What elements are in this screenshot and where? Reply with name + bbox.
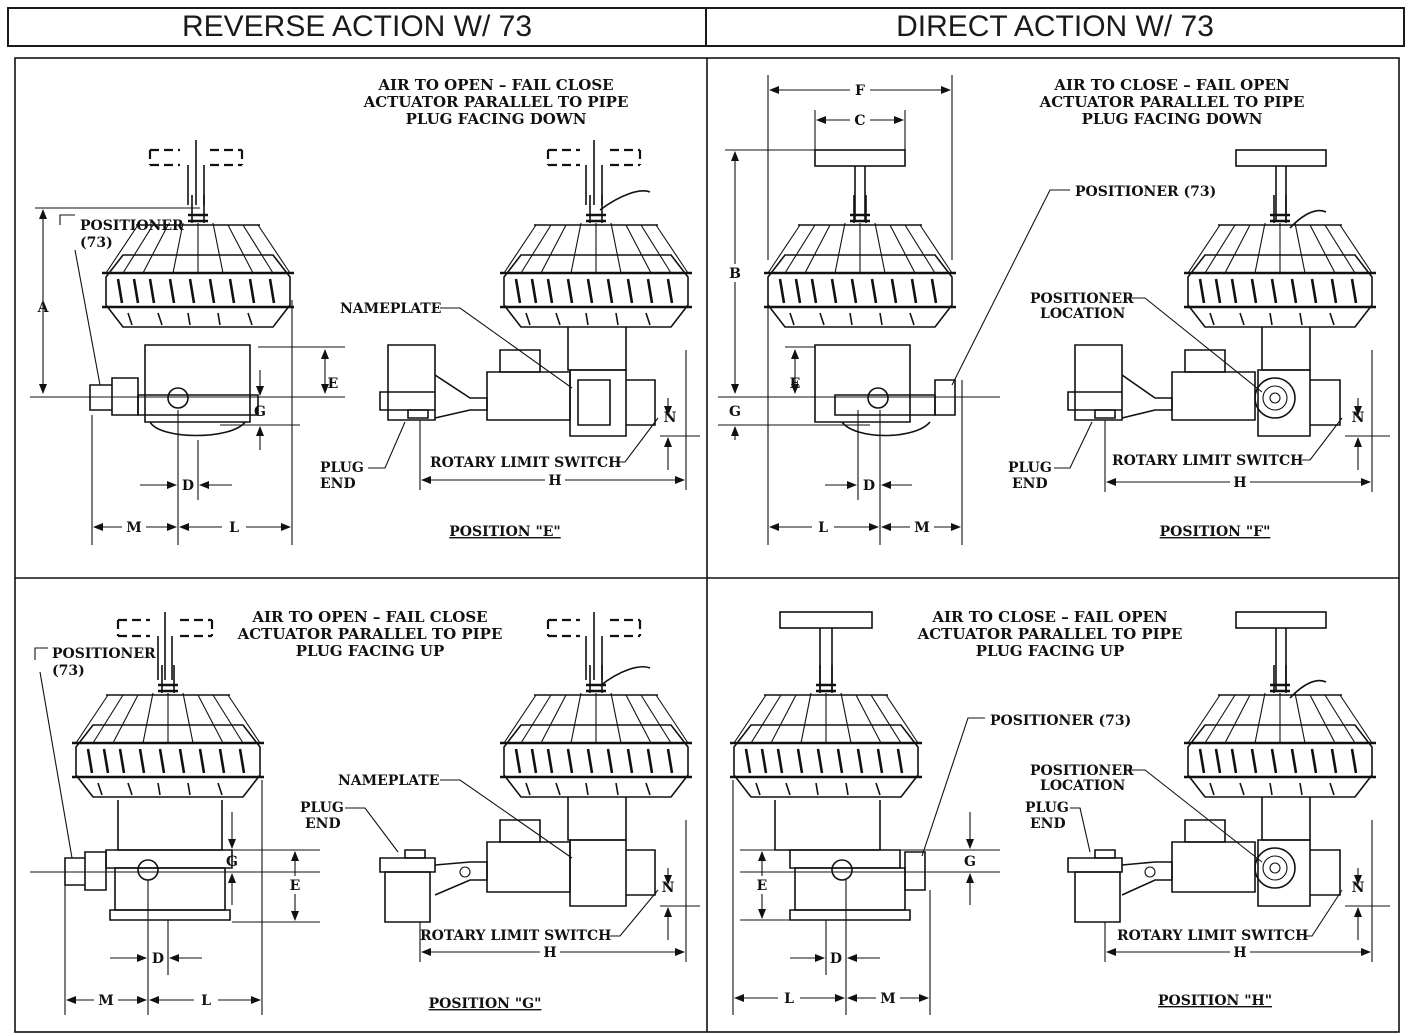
label-h-plug: PLUG	[1025, 800, 1069, 816]
actuator-front-view-f	[762, 149, 958, 437]
label-e-plug-end: END	[320, 476, 356, 492]
label-h-positioner-location-2: LOCATION	[1040, 778, 1125, 794]
dim-e-G: G	[254, 404, 266, 420]
label-g-positioner: POSITIONER	[52, 646, 156, 662]
actuator-side-view-f	[1067, 149, 1378, 437]
label-f-rotary: ROTARY LIMIT SWITCH	[1112, 453, 1303, 469]
dim-e-A: A	[37, 300, 50, 316]
label-g-plug: PLUG	[300, 800, 344, 816]
label-f-positioner-location-2: LOCATION	[1040, 306, 1125, 322]
dim-h-G: G	[964, 854, 976, 870]
label-e-positioner-num: (73)	[80, 235, 113, 251]
header-reverse-action: REVERSE ACTION W/ 73	[7, 7, 707, 47]
dim-g-L: L	[201, 993, 211, 1009]
header-direct-action: DIRECT ACTION W/ 73	[705, 7, 1405, 47]
dim-f-E: E	[790, 376, 801, 392]
label-g-rotary: ROTARY LIMIT SWITCH	[420, 928, 611, 944]
label-f-positioner: POSITIONER (73)	[1075, 184, 1216, 200]
dim-e-L: L	[229, 520, 239, 536]
position-h-label: POSITION "H"	[1158, 993, 1272, 1009]
label-f-plug-end: END	[1012, 476, 1048, 492]
dim-f-G: G	[729, 404, 741, 420]
label-e-positioner: POSITIONER	[80, 218, 184, 234]
position-g-label: POSITION "G"	[429, 996, 542, 1012]
dim-g-M: M	[98, 993, 114, 1009]
note-h-3: PLUG FACING UP	[976, 642, 1125, 660]
dim-f-F: F	[855, 83, 865, 99]
note-h-1: AIR TO CLOSE – FAIL OPEN	[931, 608, 1168, 626]
label-h-positioner-location: POSITIONER	[1030, 763, 1134, 779]
dim-f-M: M	[914, 520, 930, 536]
note-e-3: PLUG FACING DOWN	[406, 110, 587, 128]
label-g-plug-end: END	[305, 816, 341, 832]
label-f-positioner-location: POSITIONER	[1030, 291, 1134, 307]
label-e-nameplate: NAMEPLATE	[340, 301, 441, 317]
panel-position-e: AIR TO OPEN – FAIL CLOSE ACTUATOR PARALL…	[30, 76, 700, 545]
dim-e-M: M	[126, 520, 142, 536]
dim-h-N: N	[1352, 880, 1365, 896]
label-h-plug-end: END	[1030, 816, 1066, 832]
panel-position-g: AIR TO OPEN – FAIL CLOSE ACTUATOR PARALL…	[30, 608, 700, 1015]
note-g-2: ACTUATOR PARALLEL TO PIPE	[237, 625, 503, 643]
actuator-front-view-g	[64, 612, 266, 921]
actuator-side-view-g	[379, 612, 694, 923]
note-f-1: AIR TO CLOSE – FAIL OPEN	[1053, 76, 1290, 94]
note-e-2: ACTUATOR PARALLEL TO PIPE	[363, 93, 629, 111]
dim-h-L: L	[784, 991, 794, 1007]
dim-g-G: G	[226, 854, 238, 870]
dim-h-E: E	[757, 878, 768, 894]
dim-f-D: D	[863, 478, 875, 494]
dim-f-H: H	[1233, 475, 1246, 491]
actuator-side-view-h	[1067, 611, 1378, 923]
label-g-nameplate: NAMEPLATE	[338, 773, 439, 789]
panel-position-f: AIR TO CLOSE – FAIL OPEN ACTUATOR PARALL…	[718, 75, 1390, 545]
dim-g-E: E	[290, 878, 301, 894]
dim-e-D: D	[182, 478, 194, 494]
dim-f-C: C	[854, 113, 865, 129]
note-f-2: ACTUATOR PARALLEL TO PIPE	[1039, 93, 1305, 111]
dim-h-H: H	[1233, 945, 1246, 961]
note-h-2: ACTUATOR PARALLEL TO PIPE	[917, 625, 1183, 643]
actuator-front-view-e	[89, 140, 296, 437]
dim-g-D: D	[152, 951, 164, 967]
position-f-label: POSITION "F"	[1160, 524, 1271, 540]
dim-e-N: N	[664, 410, 677, 426]
actuator-front-view-h	[728, 611, 926, 921]
panel-position-h: AIR TO CLOSE – FAIL OPEN ACTUATOR PARALL…	[728, 608, 1390, 1015]
label-g-positioner-num: (73)	[52, 663, 85, 679]
dim-f-N: N	[1352, 410, 1365, 426]
dim-h-D: D	[830, 951, 842, 967]
note-e-1: AIR TO OPEN – FAIL CLOSE	[377, 76, 613, 94]
note-g-1: AIR TO OPEN – FAIL CLOSE	[251, 608, 487, 626]
label-f-plug: PLUG	[1008, 460, 1052, 476]
dim-e-E: E	[328, 376, 339, 392]
note-f-3: PLUG FACING DOWN	[1082, 110, 1263, 128]
label-h-rotary: ROTARY LIMIT SWITCH	[1117, 928, 1308, 944]
label-h-positioner: POSITIONER (73)	[990, 713, 1131, 729]
position-e-label: POSITION "E"	[449, 524, 560, 540]
dim-g-H: H	[543, 945, 556, 961]
actuator-side-view-e	[379, 140, 694, 437]
dim-f-L: L	[818, 520, 828, 536]
dim-h-M: M	[880, 991, 896, 1007]
dim-e-H: H	[548, 473, 561, 489]
dim-g-N: N	[662, 880, 675, 896]
dim-f-B: B	[729, 266, 741, 282]
note-g-3: PLUG FACING UP	[296, 642, 445, 660]
label-e-plug: PLUG	[320, 460, 364, 476]
label-e-rotary: ROTARY LIMIT SWITCH	[430, 455, 621, 471]
